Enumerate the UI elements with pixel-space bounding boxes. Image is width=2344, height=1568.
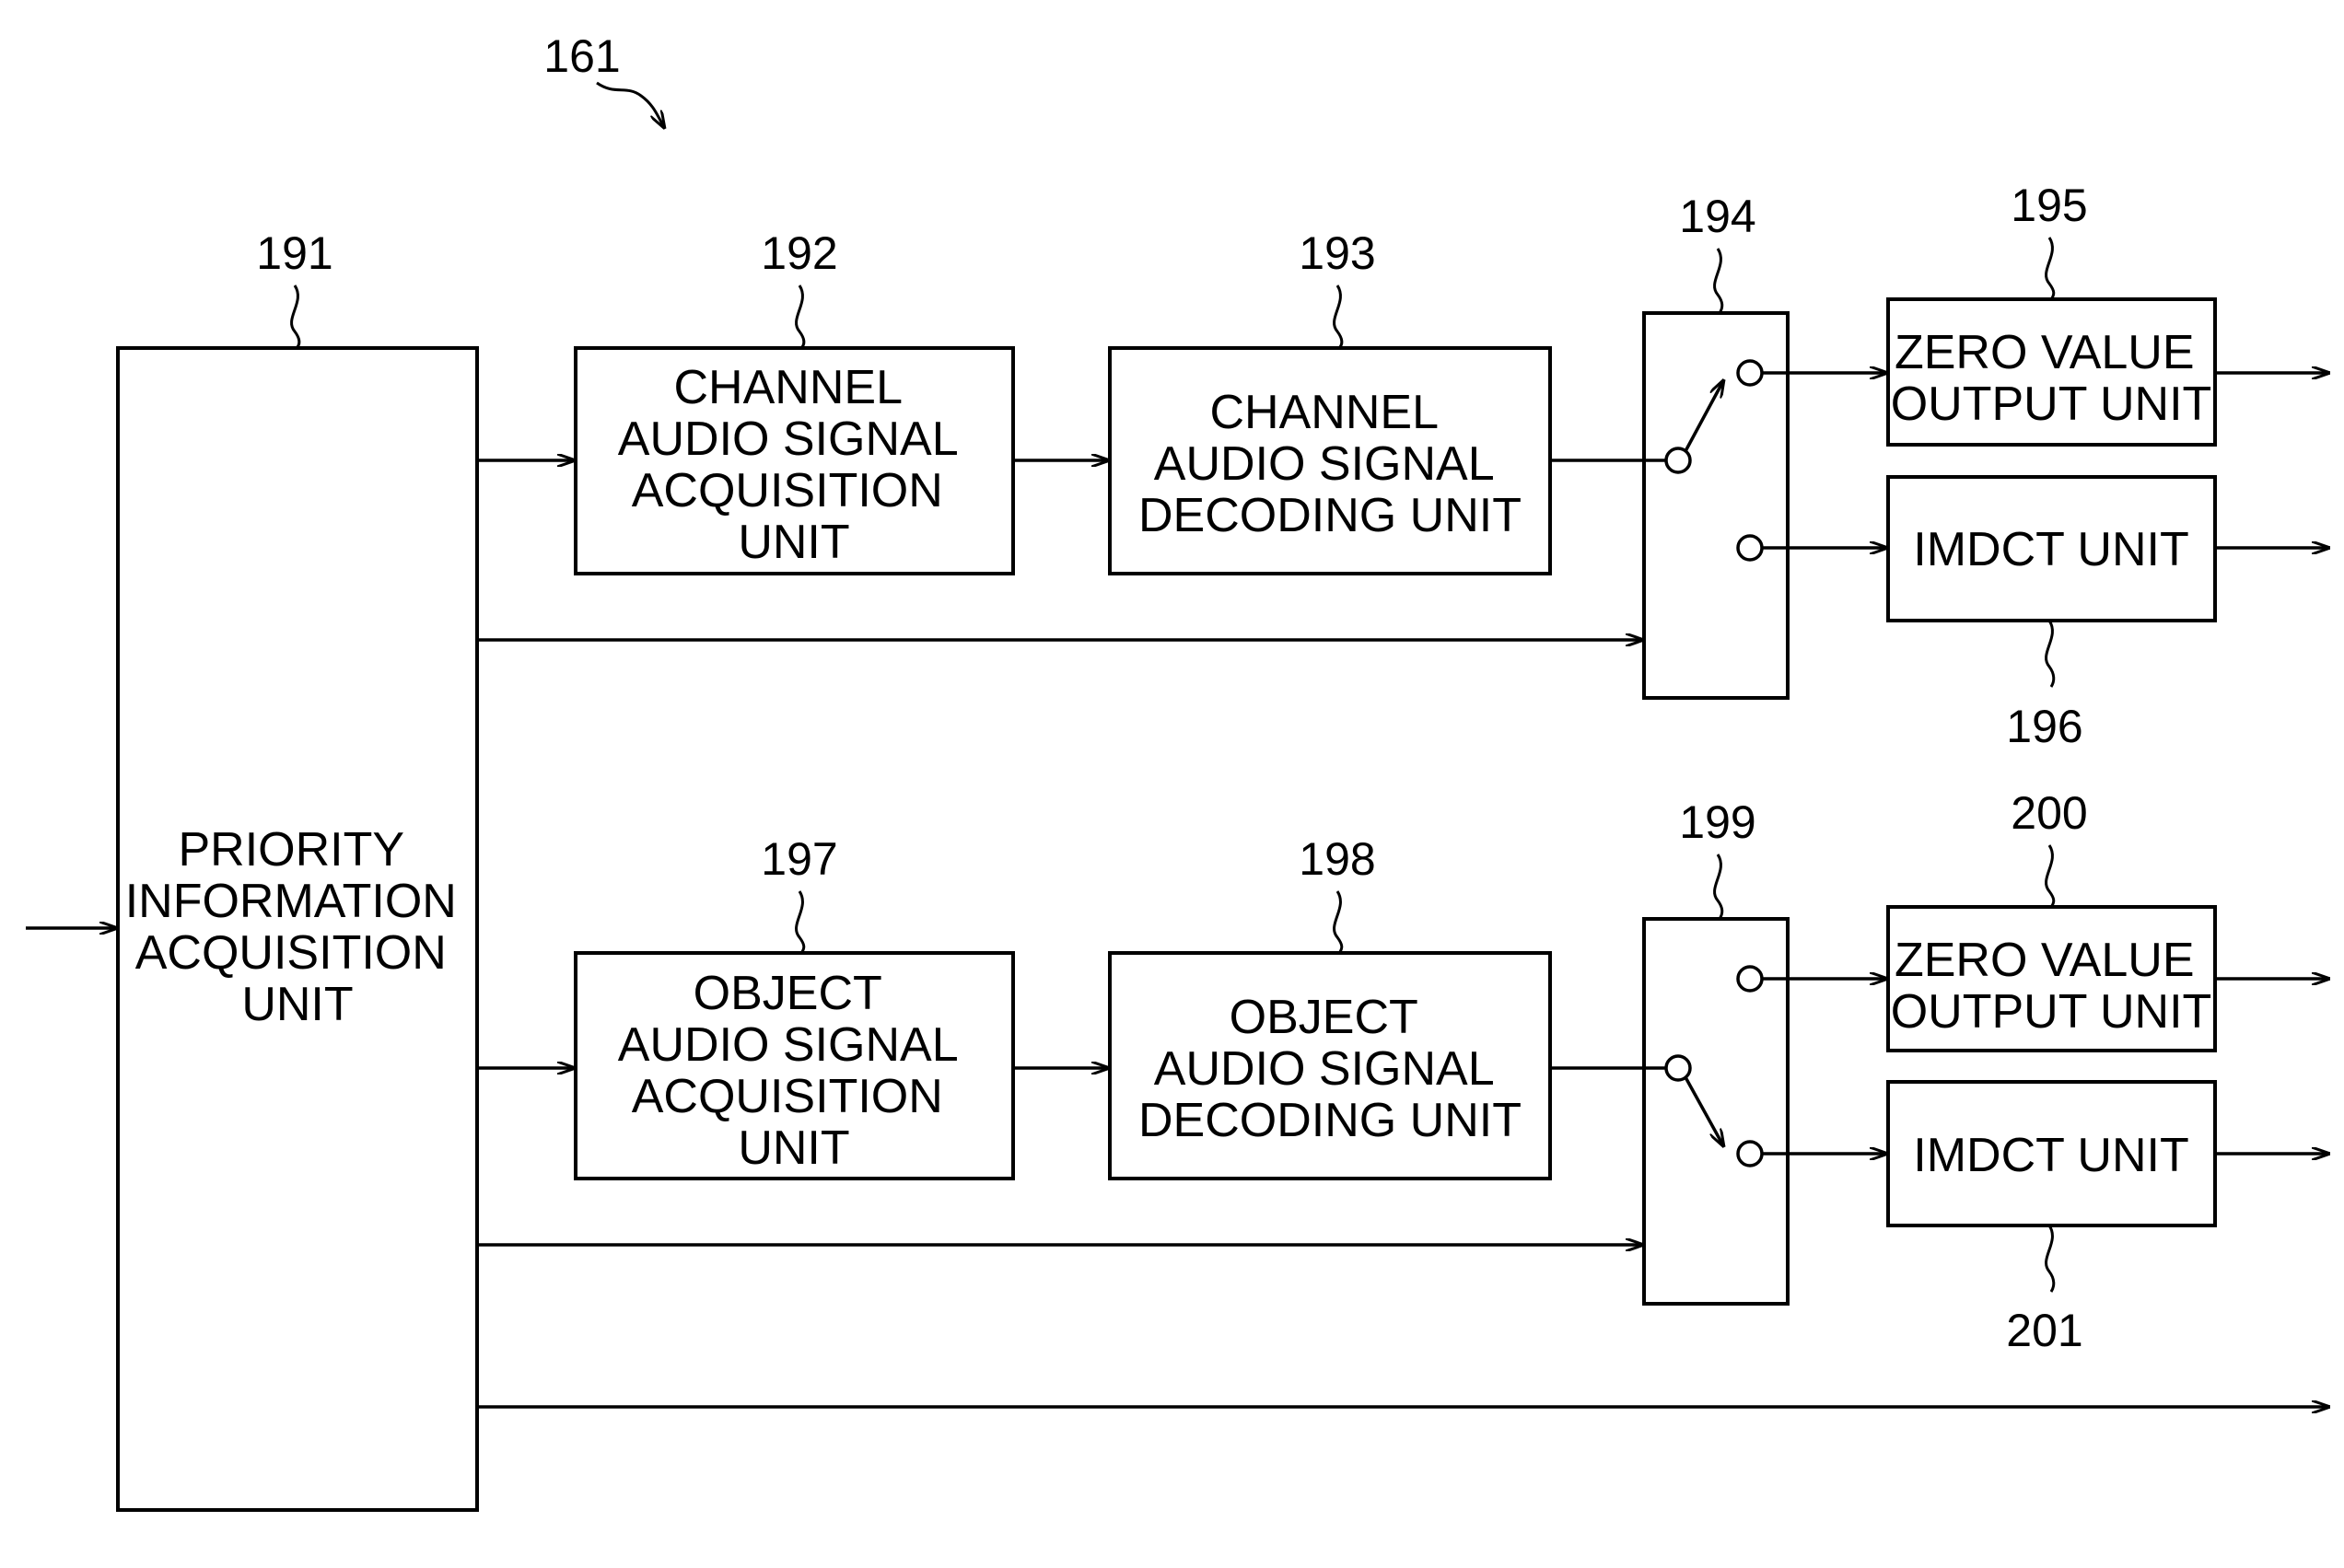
ref-197: 197 xyxy=(761,833,837,885)
switch-top-output-terminal-1 xyxy=(1738,361,1762,385)
leader-197 xyxy=(797,891,804,953)
zero-value-bottom-label: ZERO VALUE OUTPUT UNIT xyxy=(1891,934,2212,1039)
ref-199: 199 xyxy=(1679,796,1755,848)
imdct-bottom-label: IMDCT UNIT xyxy=(1913,1129,2188,1182)
ref-194: 194 xyxy=(1679,191,1755,242)
ref-196: 196 xyxy=(2006,701,2082,752)
switch-bottom-input-terminal xyxy=(1666,1056,1690,1080)
switch-top-input-terminal xyxy=(1666,448,1690,472)
ref-192: 192 xyxy=(761,227,837,279)
leader-196 xyxy=(2047,621,2054,687)
ref-195: 195 xyxy=(2011,180,2087,231)
leader-193 xyxy=(1335,285,1342,348)
switch-unit-top xyxy=(1644,313,1788,698)
ref-191: 191 xyxy=(256,227,332,279)
ref-198: 198 xyxy=(1299,833,1375,885)
leader-200 xyxy=(2047,845,2054,907)
switch-top-output-terminal-2 xyxy=(1738,536,1762,560)
leader-194 xyxy=(1715,249,1722,313)
switch-bottom-output-terminal-1 xyxy=(1738,967,1762,991)
figure-ref-arrow xyxy=(597,83,665,129)
leader-201 xyxy=(2047,1225,2054,1292)
figure-ref-label: 161 xyxy=(543,30,620,82)
switch-unit-bottom xyxy=(1644,919,1788,1304)
leader-195 xyxy=(2047,238,2054,299)
leader-198 xyxy=(1335,891,1342,953)
zero-value-top-label: ZERO VALUE OUTPUT UNIT xyxy=(1891,326,2212,431)
ref-200: 200 xyxy=(2011,787,2087,839)
leader-199 xyxy=(1715,854,1722,919)
ref-201: 201 xyxy=(2006,1305,2082,1356)
leader-191 xyxy=(292,285,299,348)
imdct-top-label: IMDCT UNIT xyxy=(1913,523,2188,576)
leader-192 xyxy=(797,285,804,348)
switch-bottom-output-terminal-2 xyxy=(1738,1142,1762,1166)
ref-193: 193 xyxy=(1299,227,1375,279)
